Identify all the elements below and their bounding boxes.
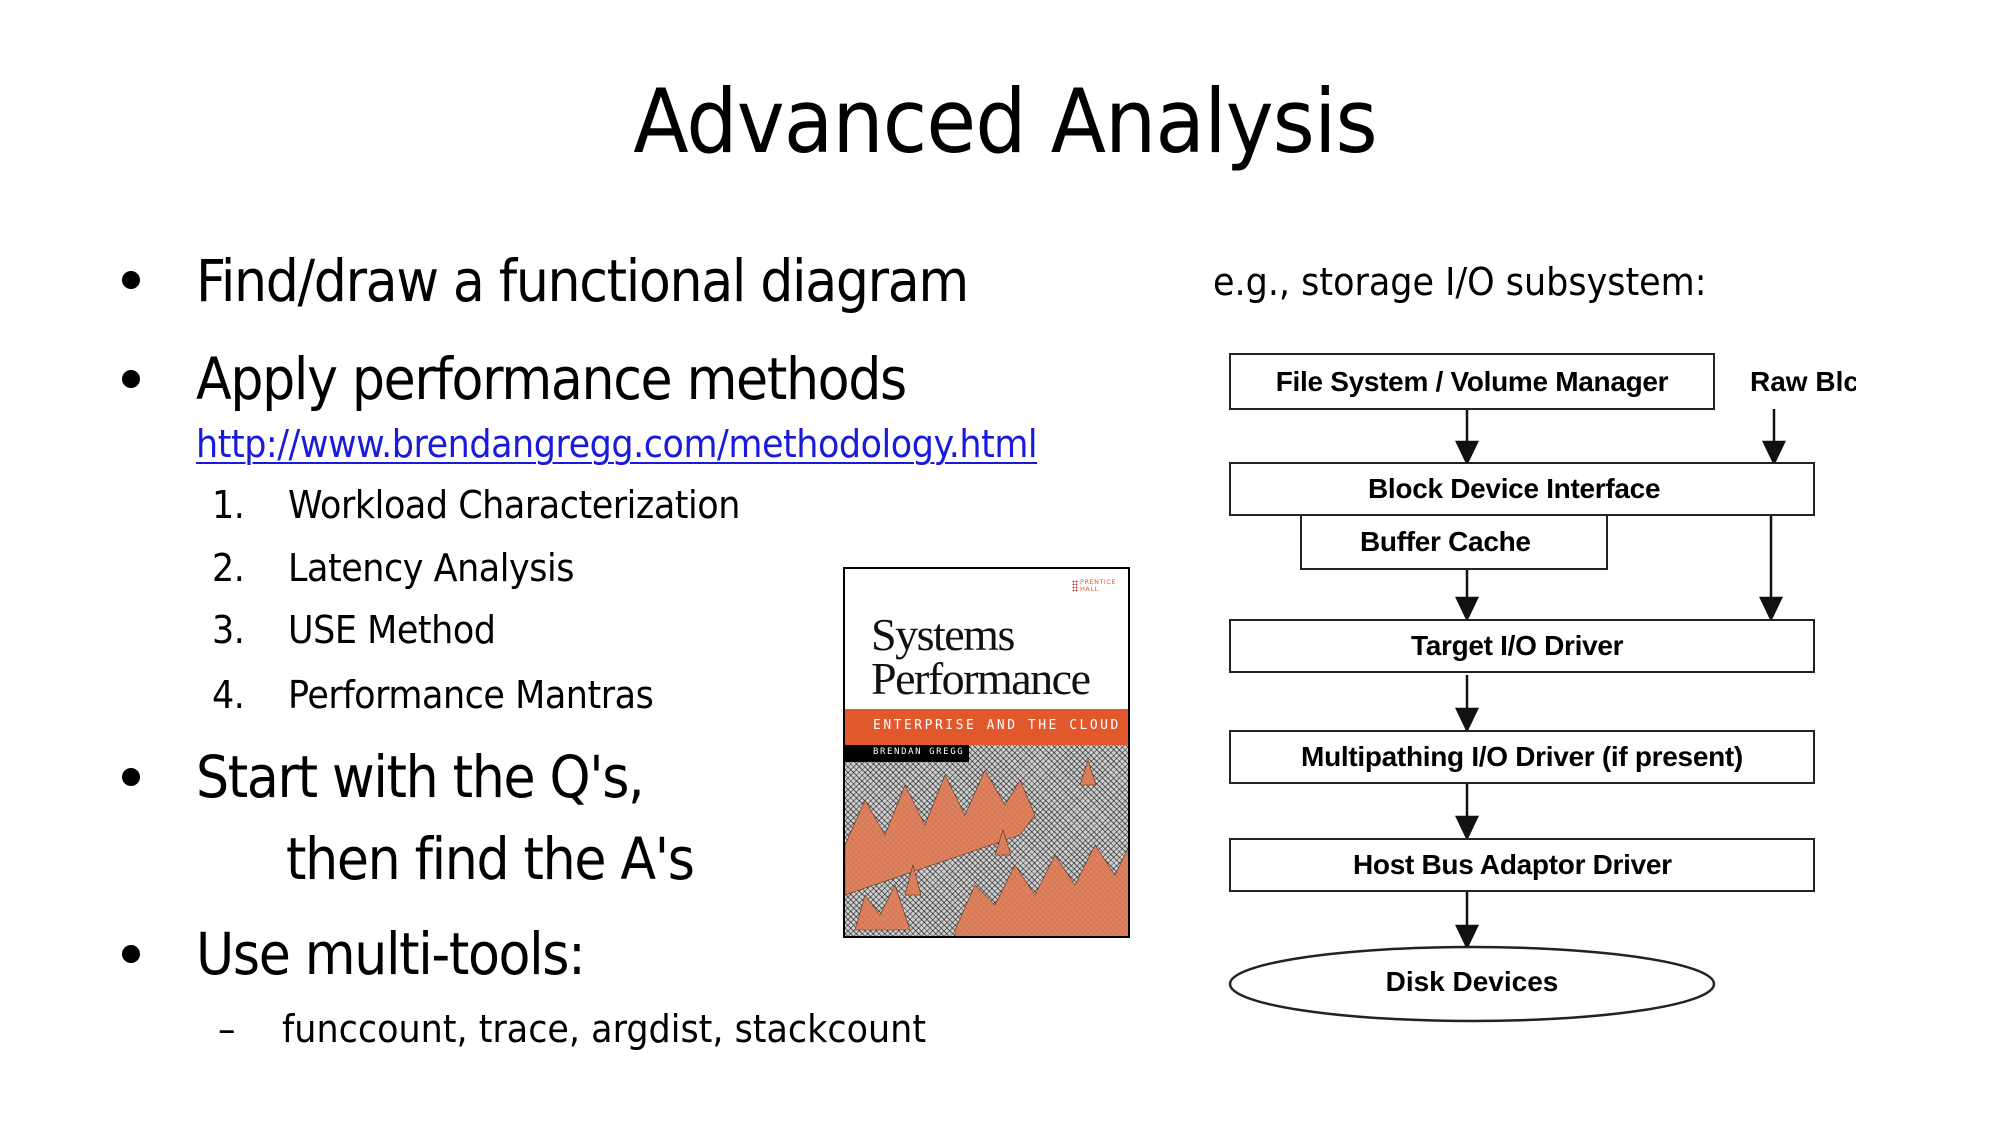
bullet-start-with-questions: Start with the Q's, <box>196 743 645 811</box>
list-number: 4. <box>212 673 245 717</box>
node-hba: Host Bus Adaptor Driver <box>1229 838 1815 892</box>
publisher-line1: PRENTICE <box>1080 578 1116 586</box>
bullet-find-answers: then find the A's <box>286 825 695 893</box>
arrow-raw-to-block <box>1762 409 1786 466</box>
arrow-block-to-target <box>1759 515 1783 622</box>
method-performance-mantras: Performance Mantras <box>288 673 654 717</box>
node-label: Buffer Cache <box>1360 526 1531 557</box>
list-number: 2. <box>212 546 245 590</box>
publisher-name: PRENTICE HALL <box>1080 579 1116 593</box>
slide-title: Advanced Analysis <box>633 70 1377 173</box>
peak-spike <box>904 863 922 896</box>
bullet-dot-icon <box>122 370 140 388</box>
book-author: BRENDAN GREGG <box>873 747 965 757</box>
peak-ridge-upper <box>845 769 1036 896</box>
multitools-list: funccount, trace, argdist, stackcount <box>282 1007 927 1051</box>
method-latency-analysis: Latency Analysis <box>288 546 574 590</box>
book-subtitle-band: ENTERPRISE AND THE CLOUD <box>845 709 1128 745</box>
node-raw-block: Raw Blc <box>1750 366 1856 397</box>
node-label: Target I/O Driver <box>1411 630 1624 661</box>
node-block-device: Block Device Interface <box>1229 462 1815 516</box>
bullet-find-diagram: Find/draw a functional diagram <box>196 247 969 315</box>
list-number: 1. <box>212 483 245 527</box>
methodology-link[interactable]: http://www.brendangregg.com/methodology.… <box>196 422 1038 466</box>
book-cover-art <box>845 745 1128 936</box>
node-disks: Disk Devices <box>1385 966 1559 997</box>
book-title: Systems Performance <box>871 609 1091 704</box>
arrow-fs-to-block <box>1455 410 1479 466</box>
publisher-logo-icon <box>1072 580 1078 592</box>
node-label: Multipathing I/O Driver (if present) <box>1301 741 1743 772</box>
arrow-target-to-multipath <box>1455 675 1479 733</box>
list-number: 3. <box>212 608 245 652</box>
node-file-system: File System / Volume Manager <box>1229 353 1715 410</box>
peak-ridge-left <box>854 884 911 931</box>
book-cover-image: PRENTICE HALL Systems Performance ENTERP… <box>843 567 1130 938</box>
peak-ridge-lower <box>954 844 1128 936</box>
dash-icon: – <box>218 1007 236 1051</box>
bullet-dot-icon <box>122 768 140 786</box>
arrow-cache-to-target <box>1455 570 1479 622</box>
book-title-line2: Performance <box>871 653 1091 704</box>
book-title-line1: Systems <box>871 609 1015 660</box>
node-label: Block Device Interface <box>1368 473 1661 504</box>
method-workload-characterization: Workload Characterization <box>288 483 740 527</box>
node-multipath: Multipathing I/O Driver (if present) <box>1229 730 1815 784</box>
bullet-dot-icon <box>122 945 140 963</box>
bullet-apply-methods: Apply performance methods <box>196 345 907 413</box>
arrow-multipath-to-hba <box>1455 784 1479 841</box>
node-target-driver: Target I/O Driver <box>1229 619 1815 673</box>
publisher-line2: HALL <box>1080 585 1099 593</box>
bullet-use-multitools: Use multi-tools: <box>196 920 586 988</box>
method-use-method: USE Method <box>288 608 496 652</box>
book-author-band: BRENDAN GREGG <box>845 745 969 762</box>
peak-spike <box>994 829 1012 856</box>
node-buffer-cache: Buffer Cache <box>1300 514 1608 570</box>
node-label: File System / Volume Manager <box>1275 365 1669 397</box>
bullet-dot-icon <box>122 271 140 289</box>
disk-devices-ellipse <box>1228 945 1716 1023</box>
arrow-hba-to-disks <box>1455 892 1479 950</box>
heatmap-peaks-art <box>845 759 1128 936</box>
node-label: Host Bus Adaptor Driver <box>1353 849 1672 880</box>
book-subtitle: ENTERPRISE AND THE CLOUD <box>873 718 1121 733</box>
diagram-caption: e.g., storage I/O subsystem: <box>1213 260 1707 304</box>
peak-spike <box>1079 759 1097 786</box>
